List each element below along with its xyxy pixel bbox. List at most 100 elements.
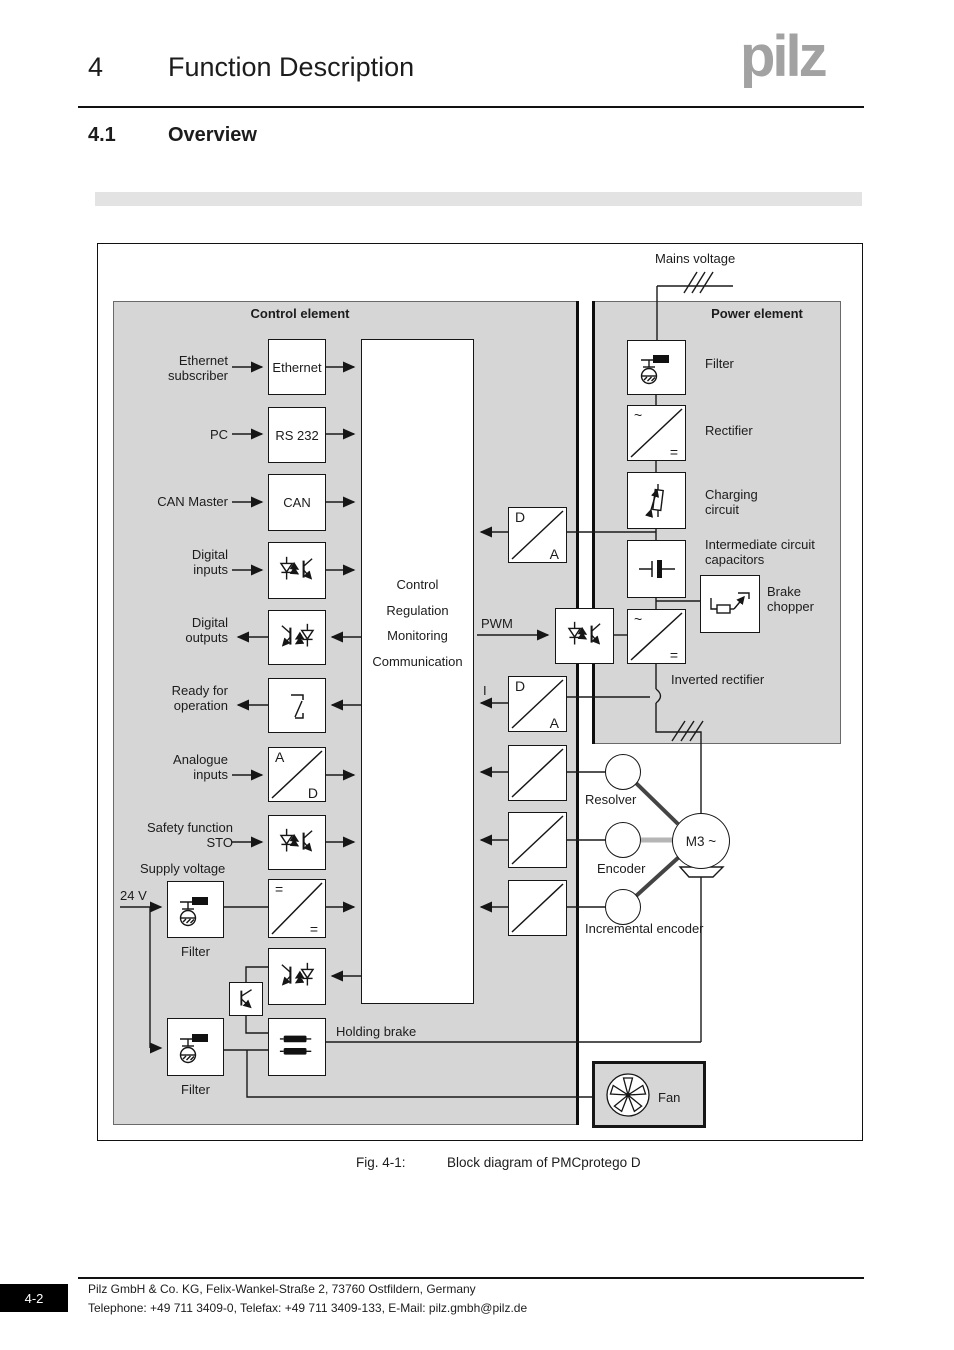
incremental-encoder-circle xyxy=(605,889,641,925)
control-panel-title: Control element xyxy=(250,306,350,321)
central-control-text: Control Regulation Monitoring Communicat… xyxy=(372,577,463,669)
digital-inputs-label: Digital inputs xyxy=(191,547,228,578)
phototransistor-box xyxy=(229,982,263,1016)
optocoupler-in-icon xyxy=(269,816,325,869)
brake-chopper-label: Brake chopper xyxy=(767,584,814,615)
phototransistor-icon xyxy=(230,983,262,1015)
voltage-da-converter-box: D A xyxy=(508,507,567,563)
chapter-title: Function Description xyxy=(168,52,415,82)
footer-address: Pilz GmbH & Co. KG, Felix-Wankel-Straße … xyxy=(88,1282,476,1296)
charging-circuit-box xyxy=(627,472,686,529)
pilz-logo: pilz xyxy=(740,24,828,89)
ready-relay-box xyxy=(268,678,326,733)
optocoupler-in-icon xyxy=(556,609,613,663)
intermediate-capacitors-box xyxy=(627,540,686,598)
emc-filter-icon xyxy=(628,341,685,394)
mains-voltage-label: Mains voltage xyxy=(655,251,736,266)
holding-brake-label: Holding brake xyxy=(336,1024,417,1039)
converter-letter-top: A xyxy=(275,749,285,765)
can-box: CAN xyxy=(268,474,326,531)
control-panel-right-edge xyxy=(576,301,579,1125)
resolver-converter-box xyxy=(508,745,567,801)
rectifier-label: Rectifier xyxy=(705,423,753,438)
converter-letter-top: D xyxy=(515,509,526,525)
ethernet-subscriber-label: Ethernet subscriber xyxy=(168,353,228,384)
digital-outputs-optocoupler-box xyxy=(268,610,326,665)
ready-for-operation-label: Ready for operation xyxy=(171,683,228,714)
holding-brake-icon xyxy=(269,1019,325,1075)
charging-circuit-icon xyxy=(628,473,685,528)
filter1-label: Filter xyxy=(181,944,210,959)
fan-label: Fan xyxy=(658,1090,681,1105)
charging-circuit-label: Charging circuit xyxy=(705,487,758,518)
converter-letter-bottom: A xyxy=(549,715,559,731)
pc-label: PC xyxy=(209,427,228,442)
encoder-circle xyxy=(605,822,641,858)
page-number-tab: 4-2 xyxy=(0,1284,68,1312)
optocoupler-out-icon xyxy=(269,949,325,1004)
footer-rule xyxy=(78,1277,864,1279)
central-control-box xyxy=(361,339,474,1004)
safety-function-sto-label: Safety function STO xyxy=(147,820,233,851)
supply-voltage-label: Supply voltage xyxy=(140,861,226,876)
ethernet-box: Ethernet xyxy=(268,339,326,395)
converter-letter-bottom: = xyxy=(669,444,678,460)
fan-icon xyxy=(605,1072,651,1123)
pwm-optocoupler-box xyxy=(555,608,614,664)
relay-contact-icon xyxy=(269,679,325,732)
converter-letter-bottom: = xyxy=(669,647,678,663)
can-master-label: CAN Master xyxy=(157,494,228,509)
power-filter-label: Filter xyxy=(705,356,734,371)
digital-inputs-optocoupler-box xyxy=(268,542,326,599)
section-number: 4.1 xyxy=(88,124,116,146)
can-box-text: CAN xyxy=(283,495,311,510)
converter-letter-top: D xyxy=(515,678,526,694)
rs232-box-text: RS 232 xyxy=(275,427,319,443)
holding-brake-box xyxy=(268,1018,326,1076)
brake-chopper-icon xyxy=(701,576,759,632)
ethernet-box-text: Ethernet xyxy=(272,359,322,375)
digital-outputs-label: Digital outputs xyxy=(185,615,228,646)
resolver-label: Resolver xyxy=(585,792,637,807)
converter-letter-bottom: = xyxy=(309,921,318,937)
converter-letter-top: ~ xyxy=(634,407,643,423)
brake-filter-box xyxy=(167,1018,224,1076)
header-rule xyxy=(78,106,864,108)
encoder-converter-box xyxy=(508,812,567,868)
footer-contact: Telephone: +49 711 3409-0, Telefax: +49 … xyxy=(88,1301,528,1315)
sto-optocoupler-box xyxy=(268,815,326,870)
rectifier-box: ~ = xyxy=(627,405,686,461)
figure-caption-label: Fig. 4-1: xyxy=(356,1155,406,1170)
pwm-label: PWM xyxy=(481,616,513,631)
converter-letter-bottom: D xyxy=(307,785,318,801)
power-panel-left-edge xyxy=(592,301,595,744)
section-divider-bar xyxy=(95,192,862,206)
analogue-inputs-label: Analogue inputs xyxy=(173,752,228,783)
emc-filter-icon xyxy=(168,882,223,937)
brake-optocoupler-box xyxy=(268,948,326,1005)
analogue-ad-converter-box: A D xyxy=(268,747,326,802)
emc-filter-icon xyxy=(168,1019,223,1075)
optocoupler-in-icon xyxy=(269,543,325,598)
resolver-circle xyxy=(605,754,641,790)
fan-box: Fan xyxy=(592,1061,706,1128)
converter-letter-bottom: A xyxy=(549,546,559,562)
chapter-number: 4 xyxy=(88,52,104,82)
power-panel-title: Power element xyxy=(711,306,803,321)
current-da-converter-box: D A xyxy=(508,676,567,732)
inverted-rectifier-label: Inverted rectifier xyxy=(671,672,765,687)
rs232-box: RS 232 xyxy=(268,407,326,463)
figure-caption-text: Block diagram of PMCprotego D xyxy=(447,1155,641,1170)
filter2-label: Filter xyxy=(181,1082,210,1097)
incremental-converter-box xyxy=(508,880,567,936)
motor-text: M3 ~ xyxy=(685,833,717,849)
current-label: I xyxy=(483,683,487,698)
converter-letter-top: ~ xyxy=(634,611,643,627)
intermediate-capacitors-label: Intermediate circuit capacitors xyxy=(705,537,815,568)
inverted-rectifier-box: ~ = xyxy=(627,609,686,664)
incremental-encoder-label: Incremental encoder xyxy=(585,921,704,936)
24v-label: 24 V xyxy=(120,888,147,903)
section-title: Overview xyxy=(168,124,257,146)
converter-letter-top: = xyxy=(275,881,284,897)
